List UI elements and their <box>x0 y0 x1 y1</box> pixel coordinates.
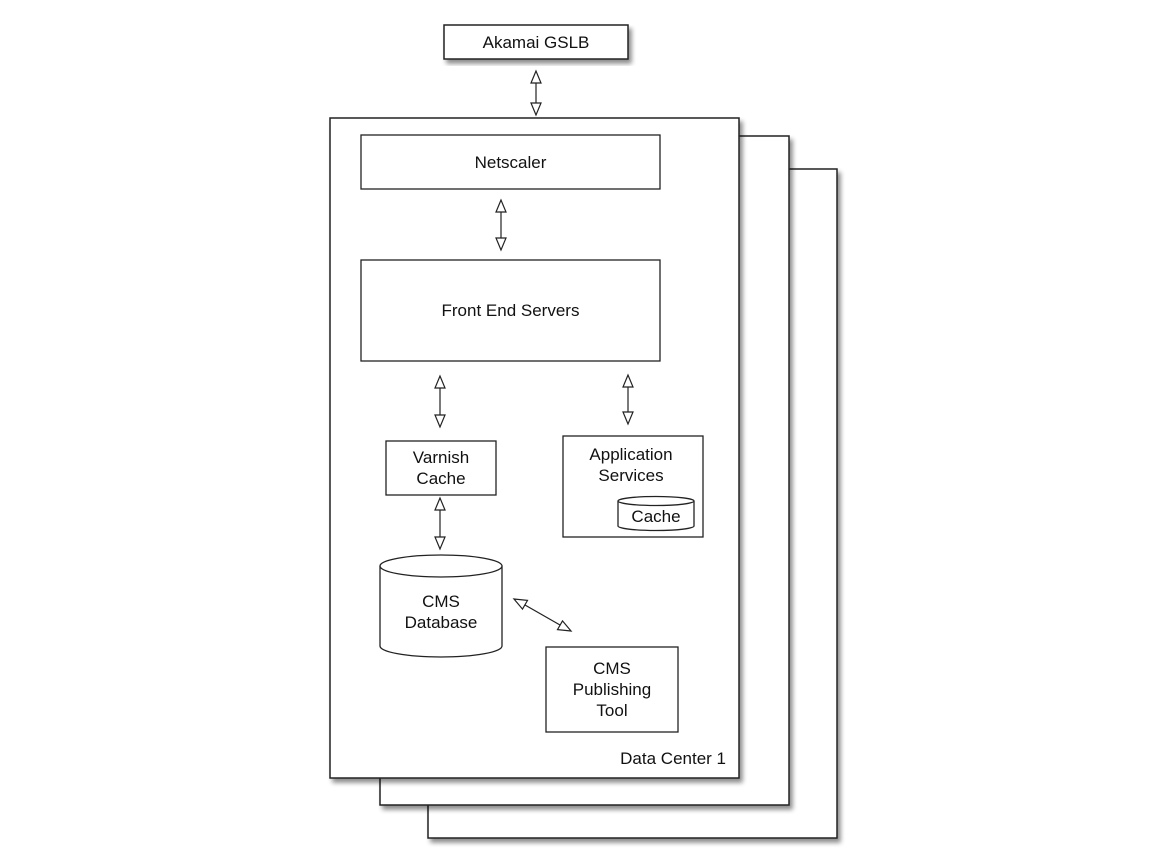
app-cache-label: Cache <box>631 506 681 526</box>
front-end-servers-box <box>360 259 661 362</box>
cms-db-line-1: CMS <box>422 592 460 611</box>
arrow-frontend-appservices <box>622 373 634 426</box>
arrow-varnish-cmsdb <box>434 496 446 551</box>
app-services-line-2: Services <box>598 466 664 485</box>
cms-database-cylinder <box>379 554 503 658</box>
cms-tool-line-1: CMS <box>593 659 631 678</box>
data-center-label: Data Center 1 <box>620 749 726 768</box>
varnish-line-2: Cache <box>416 469 466 488</box>
cms-db-line-2: Database <box>404 613 478 632</box>
akamai-gslb-label: Akamai GSLB <box>482 32 590 52</box>
cms-tool-line-3: Tool <box>596 701 628 720</box>
arrow-netscaler-frontend <box>495 198 507 252</box>
arrow-akamai-datacenter <box>530 69 542 117</box>
varnish-line-1: Varnish <box>412 448 470 467</box>
cms-tool-line-2: Publishing <box>572 680 652 699</box>
akamai-gslb-box <box>443 24 629 60</box>
varnish-cache-label: Varnish Cache <box>386 441 496 495</box>
cms-database-label: CMS Database <box>380 588 502 636</box>
cms-publishing-tool-label: CMS Publishing Tool <box>546 647 678 732</box>
arrow-cmsdb-cmstool <box>512 598 573 632</box>
app-services-line-1: Application <box>589 445 673 464</box>
netscaler-label: Netscaler <box>474 152 547 172</box>
app-cache-cylinder <box>617 495 695 532</box>
cms-publishing-tool-box <box>545 646 679 733</box>
front-end-servers-label: Front End Servers <box>441 301 580 320</box>
arrow-frontend-varnish <box>434 374 446 429</box>
varnish-cache-box <box>385 440 497 496</box>
netscaler-box <box>360 134 661 190</box>
application-services-label: Application Services <box>563 444 699 486</box>
